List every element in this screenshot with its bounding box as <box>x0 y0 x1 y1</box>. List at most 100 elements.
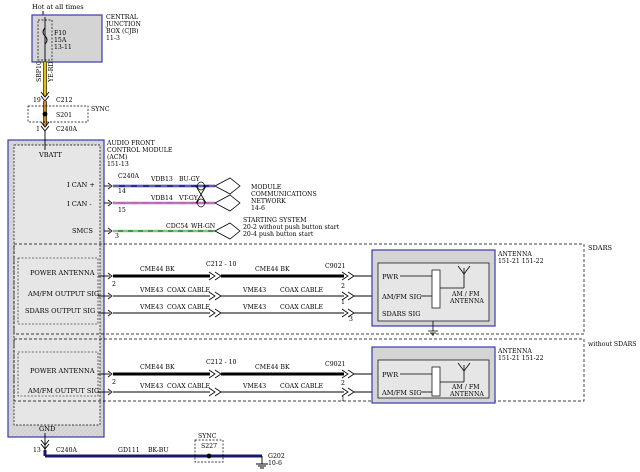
ican-lo-circuit: VDB14 <box>150 195 173 202</box>
sdars-c212-chevron <box>208 271 222 281</box>
nosdars-cme44-b: CME44 BK <box>255 364 290 371</box>
acm-ref: 151-13 <box>107 161 129 168</box>
nosdars-section-frame <box>13 338 585 402</box>
starting-system-ref-2: 20-4 push button start <box>243 231 314 238</box>
nosdars-amfm-antenna-1: AM / FM <box>451 384 480 391</box>
nosdars-amfm-antenna-2: ANTENNA <box>449 391 484 398</box>
smcs-chevron <box>107 227 113 235</box>
nosdars-label: without SDARS <box>588 341 636 348</box>
ican-hi-circuit: VDB13 <box>150 176 173 183</box>
sdars-label: SDARS <box>588 244 613 252</box>
sdars-amfm-antenna-2: ANTENNA <box>449 298 484 305</box>
s227-splice-dot <box>206 453 212 459</box>
sdars-coax-b: COAX CABLE <box>280 287 324 294</box>
nosdars-amplifier-block <box>431 366 441 397</box>
acm-title-2: CONTROL MODULE <box>107 147 173 154</box>
nosdars-vme43-a: VME43 <box>139 383 163 390</box>
sdars-c212-connector: C212 - 10 <box>206 261 237 268</box>
feed-color: YE-RD <box>48 62 55 83</box>
hot-at-all-times-label: Hot at all times <box>32 3 84 11</box>
acm-inner <box>13 144 101 426</box>
nosdars-c9021-pin-2: 2 <box>341 380 345 387</box>
cjb-title-1: CENTRAL <box>106 14 138 21</box>
g202-ref: 10-6 <box>268 460 282 467</box>
network-title-2: COMMUNICATIONS <box>251 191 317 198</box>
smcs-label: SMCS <box>72 227 93 235</box>
gnd-chevron-lower <box>40 443 50 450</box>
can-twist-loop-lo <box>197 198 205 208</box>
nosdars-power-chevron <box>107 370 113 378</box>
sync-label: SYNC <box>91 106 110 113</box>
sdars-amfm-sig-label: AM/FM SIG <box>381 293 422 301</box>
nosdars-antenna-icon <box>457 362 471 372</box>
ican-lo-chevron <box>107 199 113 207</box>
g202-label: G202 <box>268 453 285 460</box>
sdars-vme43-d: VME43 <box>242 304 266 311</box>
smcs-pin: 3 <box>115 233 119 240</box>
sdars-antenna-title: ANTENNA <box>497 251 532 258</box>
sdars-antenna-icon <box>457 265 471 275</box>
g202-ground-icon <box>256 463 268 469</box>
cjb-title-3: BOX (CJB) <box>106 28 139 35</box>
c212-chevron-upper <box>40 91 50 98</box>
c240a-pin: 1 <box>36 126 40 133</box>
acm-title-1: AUDIO FRONT <box>106 140 156 147</box>
gnd-sync-box <box>194 439 224 463</box>
sdars-output-label: SDARS OUTPUT SIG <box>25 307 95 315</box>
c212-pin: 19 <box>33 97 41 104</box>
network-ref: 14-6 <box>251 205 265 212</box>
sdars-cme44-a: CME44 BK <box>140 266 175 273</box>
nosdars-c212-connector: C212 - 10 <box>206 359 237 366</box>
sdars-power-pin: 2 <box>112 281 116 288</box>
nosdars-pwr-label: PWR <box>382 371 399 379</box>
sdars-coax-d: COAX CABLE <box>280 304 324 311</box>
fuse-icon <box>42 27 48 45</box>
nosdars-amfm-sig-label: AM/FM SIG <box>381 389 422 397</box>
nosdars-power-label: POWER ANTENNA <box>30 367 95 375</box>
sdars-c9021-pin-3: 3 <box>349 316 353 323</box>
starting-system-title: STARTING SYSTEM <box>243 217 307 224</box>
network-title-3: NETWORK <box>251 198 286 205</box>
nosdars-amfm-mid-chevron <box>208 387 222 397</box>
sdars-pwr-label: PWR <box>382 273 399 281</box>
c240a-chevron-upper <box>40 121 50 128</box>
sdars-vme43-c: VME43 <box>139 304 163 311</box>
network-arrow-hi-icon <box>214 177 241 195</box>
gnd-color: BK-BU <box>148 447 169 454</box>
nosdars-cme44-a: CME44 BK <box>140 364 175 371</box>
starting-system-ref-1: 20-2 without push button start <box>243 224 340 231</box>
sdars-amfm-antenna-1: AM / FM <box>451 291 480 298</box>
s201-label: S201 <box>56 112 72 119</box>
can-twist-loop-hi <box>197 181 205 191</box>
nosdars-c9021: C9021 <box>325 361 346 368</box>
smcs-circuit: CDC54 <box>166 223 188 230</box>
network-title-1: MODULE <box>251 184 282 191</box>
sdars-amfm-mid-chevron <box>208 291 222 301</box>
sdars-amfm-chevron <box>107 292 113 300</box>
acm-title-3: (ACM) <box>107 154 127 161</box>
s201-splice-dot <box>42 111 48 117</box>
nosdars-c9021-pin-1: 1 <box>341 396 345 403</box>
nosdars-c212-chevron <box>208 369 222 379</box>
fuse-name: F10 <box>54 30 66 37</box>
ican-lo-label: I CAN - <box>67 200 92 208</box>
can-connector: C240A <box>118 173 140 180</box>
smcs-color: WH-GN <box>191 223 216 230</box>
gnd-sync-label: SYNC <box>198 433 217 440</box>
c240a-label: C240A <box>56 126 78 133</box>
c212-label: C212 <box>56 97 73 104</box>
sdars-section-frame <box>13 243 585 335</box>
gnd-circuit: GD111 <box>118 447 140 454</box>
ican-hi-color: BU-GY <box>179 176 201 183</box>
sdars-antenna-ref: 151-21 151-22 <box>498 258 544 265</box>
ican-lo-pin: 15 <box>118 207 126 214</box>
nosdars-power-pin: 2 <box>112 379 116 386</box>
can-twisted-pair-icon <box>195 185 207 204</box>
sync-splice-box <box>27 105 89 123</box>
ican-lo-color: VT-GY <box>178 195 199 202</box>
ican-hi-pin: 14 <box>118 188 126 195</box>
feed-circuit: SBP10 <box>36 61 43 82</box>
sdars-acm-subframe <box>17 257 99 325</box>
sdars-amfm-label: AM/FM OUTPUT SIG <box>27 290 99 298</box>
